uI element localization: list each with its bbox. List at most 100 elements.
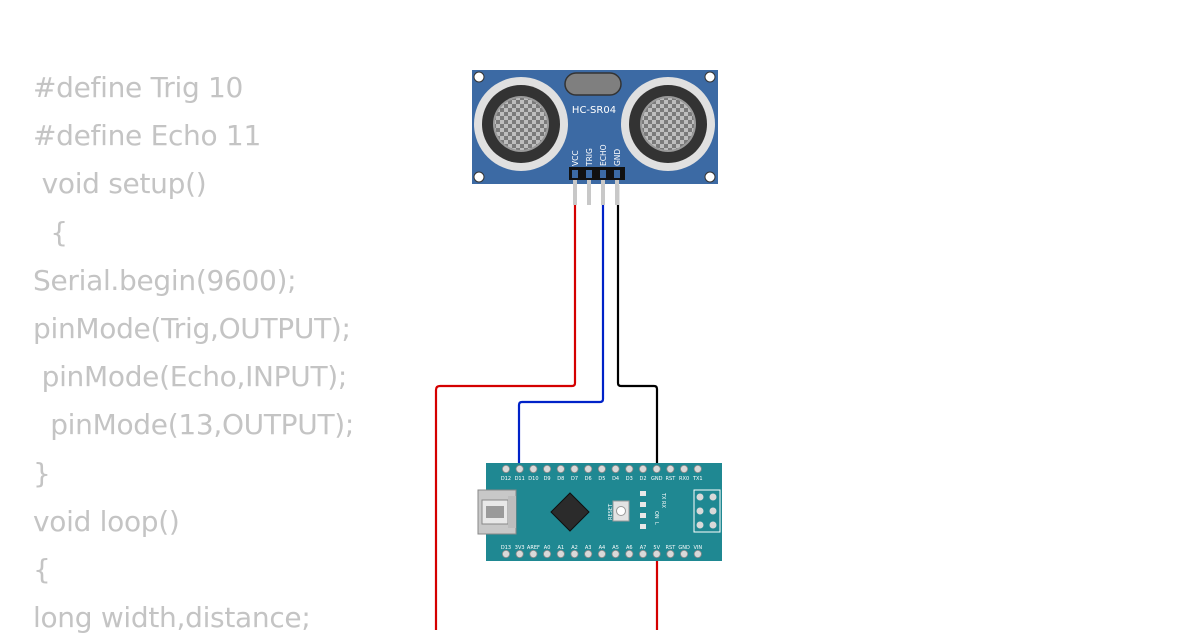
code-line: {: [33, 215, 68, 249]
pin-d6-label: D6: [585, 476, 592, 482]
pin-vin-label: VIN: [693, 545, 702, 551]
echo-wire: [517, 185, 605, 470]
pin-tx1-hole[interactable]: [693, 464, 702, 473]
transducer-left-icon: [474, 77, 568, 171]
icsp-header: [693, 489, 721, 533]
led-tx-label: TX: [660, 492, 666, 500]
pin-gnd-hole[interactable]: [652, 464, 661, 473]
pin-d7-label: D7: [571, 476, 578, 482]
led-on-icon: [640, 513, 646, 518]
crystal-icon: [564, 72, 622, 96]
pin-a0-hole[interactable]: [543, 550, 552, 559]
code-line: void loop(): [33, 504, 180, 538]
pin-aref-label: AREF: [527, 545, 540, 551]
pin-d10-hole[interactable]: [529, 464, 538, 473]
pin-a4-hole[interactable]: [597, 550, 606, 559]
pin-a5-hole[interactable]: [611, 550, 620, 559]
code-line: pinMode(Trig,OUTPUT);: [33, 311, 351, 345]
pin-rst-hole[interactable]: [666, 550, 675, 559]
sensor-pin-vcc-label: VCC: [571, 150, 580, 166]
pin-tx1-label: TX1: [692, 476, 703, 482]
pin-vin-hole[interactable]: [693, 550, 702, 559]
pin-a3-label: A3: [585, 545, 592, 551]
pin-a6-label: A6: [626, 545, 633, 551]
vcc-wire: [434, 185, 659, 630]
pin-a0-label: A0: [544, 545, 551, 551]
code-line: long width,distance;: [33, 601, 311, 635]
pin-d9-label: D9: [544, 476, 551, 482]
reset-button[interactable]: [612, 500, 630, 522]
pin-d3-label: D3: [626, 476, 633, 482]
pin-aref-hole[interactable]: [529, 550, 538, 559]
pin-a1-label: A1: [557, 545, 564, 551]
pin-rst-label: RST: [666, 476, 677, 482]
transducer-right-icon: [621, 77, 715, 171]
pin-d12-hole[interactable]: [501, 464, 510, 473]
led-on-label: ON: [653, 511, 659, 519]
microcontroller-chip-icon: [550, 492, 590, 532]
pin-d2-label: D2: [639, 476, 646, 482]
pin-3v3-label: 3V3: [515, 545, 525, 551]
usb-connector-icon: [477, 489, 517, 535]
pin-d3-hole[interactable]: [625, 464, 634, 473]
pin-5v-hole[interactable]: [652, 550, 661, 559]
pin-d8-hole[interactable]: [556, 464, 565, 473]
pin-d13-hole[interactable]: [501, 550, 510, 559]
code-line: #define Trig 10: [33, 71, 244, 104]
pin-d4-label: D4: [612, 476, 619, 482]
led-tx-icon: [640, 491, 646, 496]
pin-d6-hole[interactable]: [584, 464, 593, 473]
code-listing: #define Trig 10#define Echo 11 void setu…: [33, 64, 354, 642]
pin-gnd-hole[interactable]: [680, 550, 689, 559]
pin-a5-label: A5: [612, 545, 619, 551]
code-line: pinMode(Echo,INPUT);: [33, 360, 348, 394]
pin-a6-hole[interactable]: [625, 550, 634, 559]
mount-hole-icon: [473, 171, 485, 183]
pin-3v3-hole[interactable]: [515, 550, 524, 559]
mount-hole-icon: [704, 71, 716, 83]
status-leds: [640, 491, 646, 529]
pin-d5-hole[interactable]: [597, 464, 606, 473]
pin-rx0-hole[interactable]: [680, 464, 689, 473]
pin-5v-label: 5V: [653, 545, 660, 551]
mount-hole-icon: [704, 171, 716, 183]
pin-d4-hole[interactable]: [611, 464, 620, 473]
code-line: pinMode(13,OUTPUT);: [33, 408, 355, 442]
led-l-icon: [640, 524, 646, 529]
pin-d8-label: D8: [557, 476, 564, 482]
pin-rst-hole[interactable]: [666, 464, 675, 473]
code-line: {: [33, 552, 51, 586]
ultrasonic-sensor[interactable]: HC-SR04 VCC TRIG ECHO GND: [472, 70, 718, 205]
sensor-pin-gnd-label: GND: [613, 149, 622, 166]
pin-a1-hole[interactable]: [556, 550, 565, 559]
sensor-label: HC-SR04: [572, 105, 616, 116]
led-rx-label: RX: [660, 501, 666, 508]
pin-a2-hole[interactable]: [570, 550, 579, 559]
pin-d7-hole[interactable]: [570, 464, 579, 473]
pin-d5-label: D5: [598, 476, 605, 482]
gnd-wire: [616, 185, 659, 470]
pin-d10-label: D10: [528, 476, 538, 482]
pin-d2-hole[interactable]: [639, 464, 648, 473]
led-rx-icon: [640, 502, 646, 507]
pin-a3-hole[interactable]: [584, 550, 593, 559]
code-line: void setup(): [33, 167, 207, 201]
pin-a7-label: A7: [640, 545, 647, 551]
led-l-label: L: [653, 522, 659, 525]
pin-d9-hole[interactable]: [543, 464, 552, 473]
sensor-header: [569, 167, 625, 205]
pin-d13-label: D13: [501, 545, 511, 551]
pin-d12-label: D12: [501, 476, 511, 482]
sensor-pin-trig-label: TRIG: [585, 148, 594, 167]
pin-d11-hole[interactable]: [515, 464, 524, 473]
reset-label: RESET: [608, 503, 614, 520]
pin-a7-hole[interactable]: [639, 550, 648, 559]
code-line: Serial.begin(9600);: [33, 263, 297, 297]
pin-a2-label: A2: [571, 545, 578, 551]
pin-rst-label: RST: [666, 545, 677, 551]
pin-a4-label: A4: [599, 545, 606, 551]
pin-gnd-label: GND: [678, 545, 690, 551]
